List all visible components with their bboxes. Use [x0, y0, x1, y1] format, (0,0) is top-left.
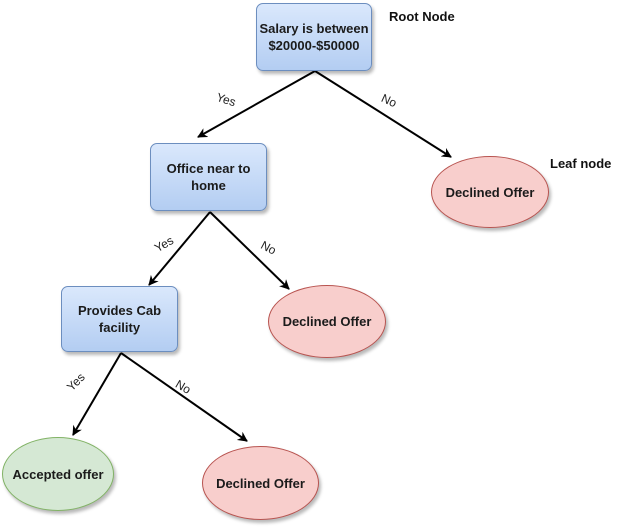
edge-cab-no	[120, 352, 248, 442]
leaf-node-annotation: Leaf node	[550, 156, 612, 171]
edge-salary-yes	[197, 70, 316, 138]
node-declined-offer-3: Declined Offer	[202, 446, 319, 520]
node-declined-1-text: Declined Offer	[445, 184, 535, 200]
node-cab-text: Provides Cab facility	[77, 303, 162, 335]
node-accepted-text: Accepted offer	[12, 466, 104, 482]
root-node-annotation: Root Node	[389, 9, 455, 24]
edge-salary-no	[314, 70, 452, 158]
node-office-text: Office near to home	[166, 161, 251, 193]
node-salary-text: Salary is between $20000-$50000	[259, 21, 369, 53]
edge-cab-yes	[72, 352, 122, 436]
node-office-decision: Office near to home	[150, 143, 267, 211]
node-declined-2-text: Declined Offer	[282, 314, 372, 329]
edge-office-yes	[148, 211, 211, 286]
node-accepted-offer: Accepted offer	[2, 437, 114, 511]
node-declined-offer-2: Declined Offer	[268, 285, 386, 358]
node-declined-offer-1: Declined Offer	[431, 156, 549, 228]
node-salary-decision: Salary is between $20000-$50000	[256, 3, 372, 71]
node-cab-decision: Provides Cab facility	[61, 286, 178, 352]
node-declined-3-text: Declined Offer	[216, 475, 305, 491]
edge-office-no	[209, 211, 290, 290]
